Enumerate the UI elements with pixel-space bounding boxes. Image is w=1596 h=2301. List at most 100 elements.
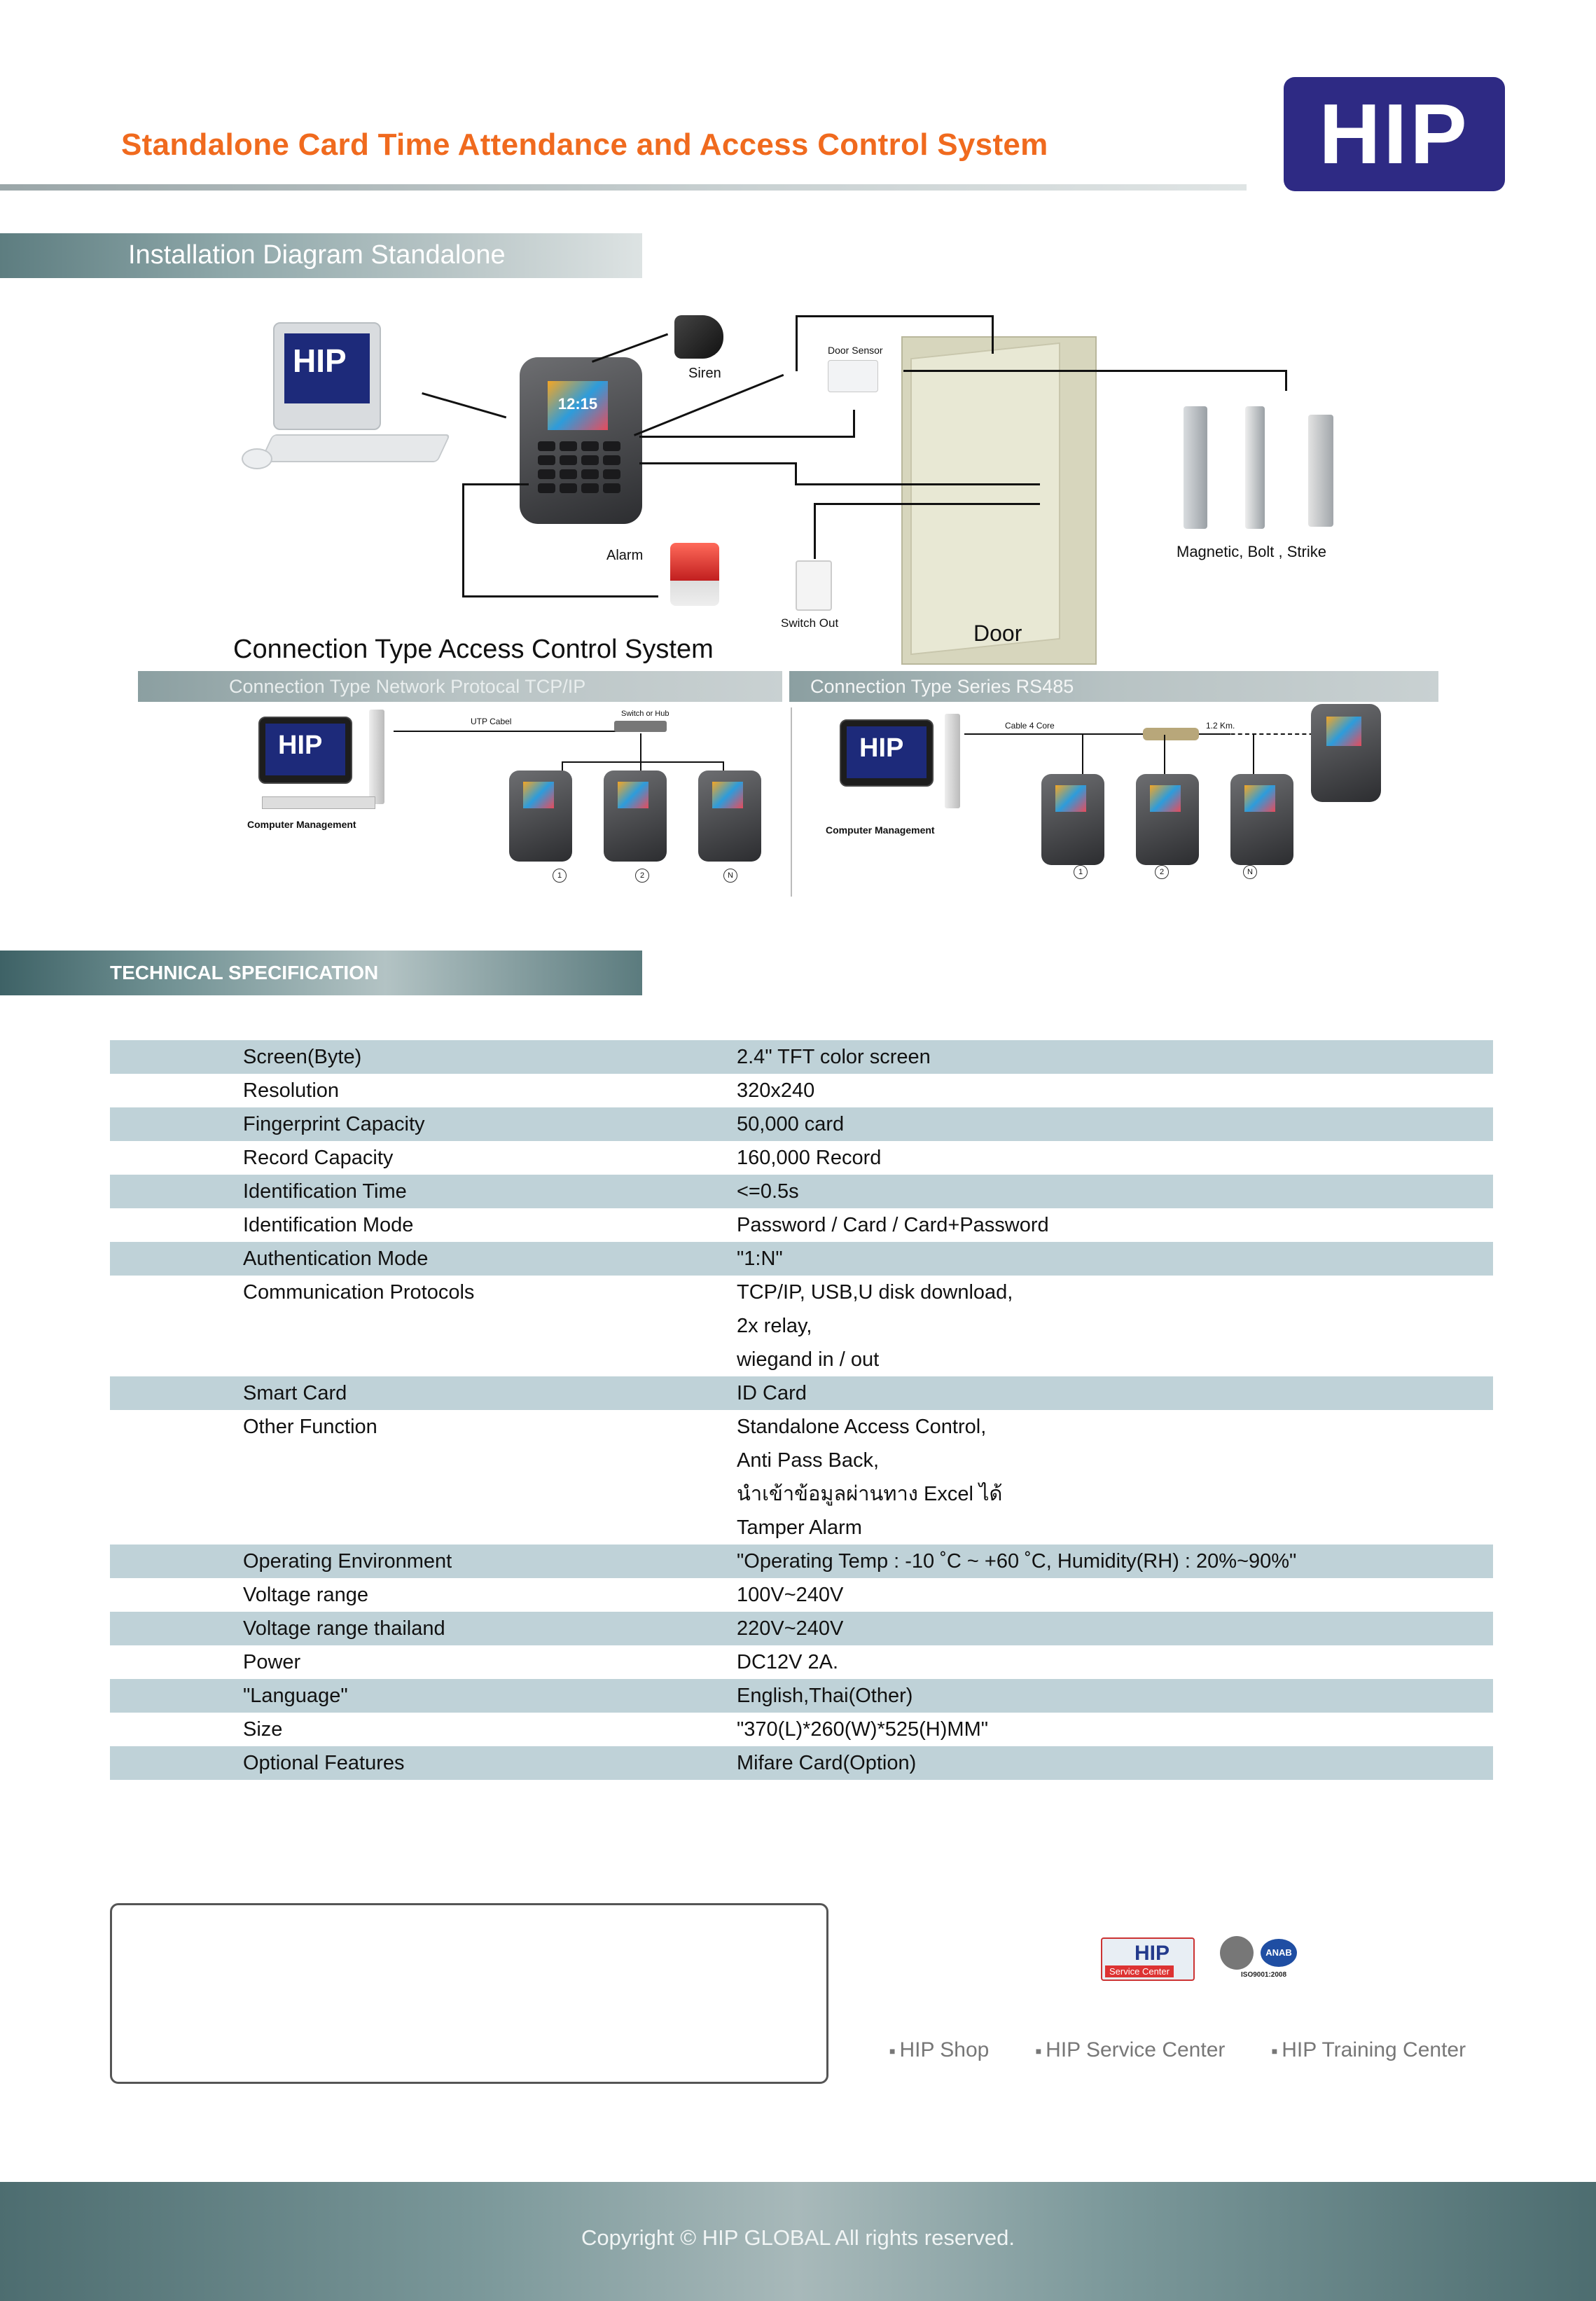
network-computer-label: Computer Management [247, 819, 356, 830]
spec-value: ID Card [737, 1376, 1493, 1410]
certification-badges: HIP Service Center ANAB ISO9001:2008 [1101, 1933, 1318, 1982]
footer-links: HIP Shop HIP Service Center HIP Training… [889, 2038, 1506, 2062]
spec-value: "370(L)*260(W)*525(H)MM" [737, 1713, 1493, 1746]
spec-value-line: <=0.5s [737, 1180, 799, 1203]
door-sensor-icon [828, 360, 878, 392]
spec-value-line: Tamper Alarm [737, 1516, 862, 1539]
footer-bar: Copyright © HIP GLOBAL All rights reserv… [0, 2182, 1596, 2301]
network-heading-bar: Connection Type Network Protocal TCP/IP [138, 671, 782, 702]
spec-value: Standalone Access Control, Anti Pass Back… [737, 1410, 1493, 1545]
spec-value: Password / Card / Card+Password [737, 1208, 1493, 1242]
link-hip-shop[interactable]: HIP Shop [889, 2038, 989, 2061]
network-heading: Connection Type Network Protocal TCP/IP [229, 676, 586, 697]
door-sensor-label: Door Sensor [828, 345, 883, 356]
installation-diagram: HIP 12:15 Siren Door Sensor Alarm Switch… [0, 294, 1596, 665]
spec-value: DC12V 2A. [737, 1645, 1493, 1679]
link-hip-service-center[interactable]: HIP Service Center [1036, 2038, 1226, 2061]
spec-key: Resolution [243, 1079, 340, 1102]
spec-row: Identification Time<=0.5s [110, 1175, 1493, 1208]
spec-value-line: Standalone Access Control, [737, 1416, 987, 1438]
switch-hub-icon [614, 721, 667, 732]
spec-row: "Language" English,Thai(Other) [110, 1679, 1493, 1713]
spec-key: Identification Mode [243, 1214, 414, 1236]
cert-seal-icon [1220, 1936, 1254, 1970]
spec-value: <=0.5s [737, 1175, 1493, 1208]
spec-key: Voltage range thailand [243, 1617, 445, 1640]
spec-value: 320x240 [737, 1074, 1493, 1107]
cable-4core-label: Cable 4 Core [1005, 721, 1055, 731]
spec-value-line: 220V~240V [737, 1617, 844, 1640]
spec-row: Fingerprint Capacity 50,000 card [110, 1107, 1493, 1141]
distance-label: 1.2 Km. [1206, 721, 1235, 731]
locks-label: Magnetic, Bolt , Strike [1177, 543, 1326, 560]
copyright: Copyright © HIP GLOBAL All rights reserv… [581, 2225, 1015, 2250]
spec-key: Fingerprint Capacity [243, 1113, 425, 1135]
strike-lock-icon [1308, 415, 1333, 527]
serial-reader-n [1230, 774, 1293, 865]
spec-heading-bar: TECHNICAL SPECIFICATION [0, 951, 642, 995]
network-node-n: N [723, 869, 737, 883]
connection-divider [791, 707, 792, 897]
installation-heading-bar: Installation Diagram Standalone [0, 233, 642, 278]
computer-monitor: HIP [273, 322, 381, 430]
spec-key: "Language" [243, 1685, 348, 1707]
switch-out-label: Switch Out [781, 616, 839, 630]
spec-key: Other Function [243, 1416, 377, 1438]
spec-row: Voltage range thailand 220V~240V [110, 1612, 1493, 1645]
spec-value: 160,000 Record [737, 1141, 1493, 1175]
spec-value-line: "1:N" [737, 1248, 783, 1270]
spec-value: Mifare Card(Option) [737, 1746, 1493, 1780]
rs485-converter-icon [1143, 728, 1199, 740]
switch-hub-label: Switch or Hub [621, 710, 669, 718]
link-hip-training-center[interactable]: HIP Training Center [1272, 2038, 1466, 2061]
serial-heading: Connection Type Series RS485 [810, 676, 1074, 697]
network-keyboard [262, 796, 375, 809]
spec-row: Screen(Byte)2.4" TFT color screen [110, 1040, 1493, 1074]
siren-label: Siren [688, 366, 721, 381]
spec-value: English,Thai(Other) [737, 1679, 1493, 1713]
spec-value: "1:N" [737, 1242, 1493, 1276]
spec-value-line: "370(L)*260(W)*525(H)MM" [737, 1718, 989, 1741]
spec-row: Record Capacity 160,000 Record [110, 1141, 1493, 1175]
spec-value-line: Password / Card / Card+Password [737, 1214, 1049, 1236]
spec-value-line: wiegand in / out [737, 1348, 880, 1371]
badge-service-text: Service Center [1105, 1965, 1174, 1977]
serial-node-2: 2 [1155, 865, 1169, 879]
spec-value-line: Anti Pass Back, [737, 1449, 880, 1472]
bolt-lock-icon [1245, 406, 1265, 529]
alarm-icon [670, 543, 719, 606]
spec-value: "Operating Temp : -10 ˚C ~ +60 ˚C, Humid… [737, 1545, 1493, 1578]
serial-node-n: N [1243, 865, 1257, 879]
serial-reader-extra [1311, 704, 1381, 802]
serial-heading-bar: Connection Type Series RS485 [789, 671, 1438, 702]
network-reader-n [698, 771, 761, 862]
badge-hip-text: HIP [1134, 1942, 1170, 1965]
spec-value-line: 100V~240V [737, 1584, 844, 1606]
anab-badge: ANAB [1261, 1939, 1297, 1967]
access-reader: 12:15 [520, 357, 642, 524]
spec-row: Size"370(L)*260(W)*525(H)MM" [110, 1713, 1493, 1746]
switch-out-icon [796, 560, 832, 611]
computer-mouse [242, 448, 272, 469]
serial-reader-2 [1136, 774, 1199, 865]
spec-key: Record Capacity [243, 1147, 394, 1169]
spec-value-line: "Operating Temp : -10 ˚C ~ +60 ˚C, Humid… [737, 1550, 1297, 1573]
network-node-1: 1 [553, 869, 567, 883]
page-title: Standalone Card Time Attendance and Acce… [121, 127, 1048, 162]
hip-service-badge: HIP Service Center [1101, 1937, 1195, 1981]
spec-row: Operating Environment "Operating Temp : -… [110, 1545, 1493, 1578]
network-diagram: HIP Computer Management UTP Cabel Switch… [138, 704, 782, 893]
serial-monitor-logo: HIP [859, 733, 904, 763]
serial-reader-1 [1041, 774, 1104, 865]
spec-key: Operating Environment [243, 1550, 452, 1573]
door-leaf [910, 342, 1060, 656]
serial-node-1: 1 [1074, 865, 1088, 879]
spec-value: 50,000 card [737, 1107, 1493, 1141]
spec-heading: TECHNICAL SPECIFICATION [110, 962, 379, 983]
spec-value: 220V~240V [737, 1612, 1493, 1645]
spec-value-line: Mifare Card(Option) [737, 1752, 917, 1774]
